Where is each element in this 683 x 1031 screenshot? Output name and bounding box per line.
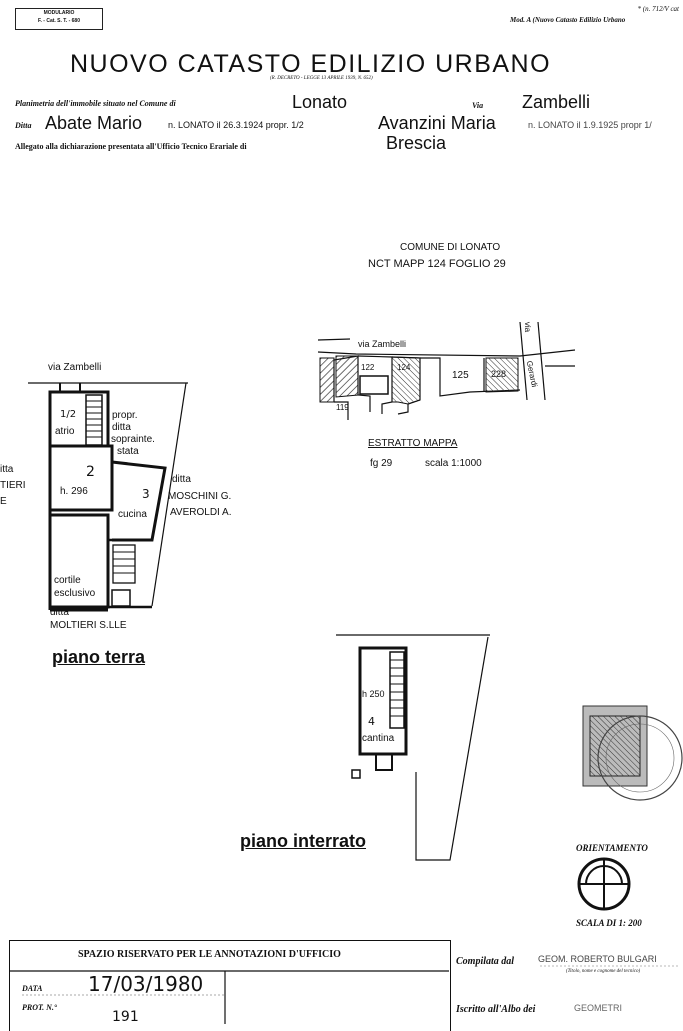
left-neighbour-suffix: E xyxy=(0,496,7,507)
map-hatched-parcel xyxy=(335,355,359,398)
map-hatched-parcel xyxy=(391,356,421,405)
compass-icon xyxy=(577,857,631,911)
compilata-value: GEOM. ROBERTO BULGARI xyxy=(538,954,657,964)
atrio-label: atrio xyxy=(55,426,75,437)
iscritto-label: Iscritto all'Albo dei xyxy=(456,1004,536,1015)
ditta-label: Ditta xyxy=(15,121,32,130)
map-parcel: 119 xyxy=(336,403,349,412)
owner-2-name: Avanzini Maria xyxy=(378,113,496,133)
office-annotations-title: SPAZIO RISERVATO PER LE ANNOTAZIONI D'UF… xyxy=(78,949,341,960)
property-note-3: soprainte. xyxy=(111,434,155,445)
revenue-stamp xyxy=(582,705,683,801)
via-value: Zambelli xyxy=(522,92,591,112)
basement-plan xyxy=(336,634,490,861)
piano-terra-label: piano terra xyxy=(52,647,146,667)
model-ref: Mod. A (Nuovo Catasto Edilizio Urbano xyxy=(510,16,626,24)
room-number-3: 3 xyxy=(142,487,150,501)
owner-1-name: Abate Mario xyxy=(45,113,143,133)
comune-value: Lonato xyxy=(292,92,348,112)
office-annotations-box xyxy=(9,940,451,1031)
cantina-label: cantina xyxy=(362,733,395,744)
property-note-2: ditta xyxy=(112,422,131,433)
map-comune: COMUNE DI LONATO xyxy=(400,242,501,253)
room-number-2: 2 xyxy=(86,464,95,480)
basement-height: h 250 xyxy=(362,689,385,699)
right-neighbour-ditta: ditta xyxy=(172,474,191,485)
via-label: Via xyxy=(472,101,484,110)
decree-ref: (R. DECRETO - LEGGE 13 APRILE 1939, N. 6… xyxy=(270,76,373,81)
cucina-label: cucina xyxy=(118,509,147,520)
bottom-neighbour-name: MOLTIERI S.LLE xyxy=(50,620,127,631)
map-subject-parcel xyxy=(359,375,389,395)
right-neighbour-moschini: MOSCHINI G. xyxy=(168,491,232,502)
map-hatched-parcel xyxy=(485,357,519,393)
property-note-1: propr. xyxy=(112,410,138,421)
owner-2-info: n. LONATO il 1.9.1925 propr 1/ xyxy=(528,120,652,130)
map-street-zambelli: via Zambelli xyxy=(358,339,407,349)
owner-1-info: n. LONATO il 26.3.1924 propr. 1/2 xyxy=(168,120,304,130)
date-value: 17/03/1980 xyxy=(88,972,204,996)
iscritto-value: GEOMETRI xyxy=(574,1003,623,1013)
ufficio-value: Brescia xyxy=(386,133,447,153)
form-ref: * (n. 712/V cat xyxy=(637,5,679,13)
modulario-line-2: F. - Cat. S. T. - 680 xyxy=(38,18,80,24)
page-title: NUOVO CATASTO EDILIZIO URBANO xyxy=(70,50,552,78)
piano-interrato-label: piano interrato xyxy=(240,831,367,851)
map-foglio: fg 29 xyxy=(370,458,393,469)
room-number-atrio: 1/2 xyxy=(60,409,77,420)
allegato-label: Allegato alla dichiarazione presentata a… xyxy=(15,142,247,151)
orientamento-label: ORIENTAMENTO xyxy=(576,843,648,853)
compilata-label: Compilata dal xyxy=(456,956,515,967)
compilata-note: (Titolo, nome e cognome del tecnico) xyxy=(566,969,641,974)
scale-label: SCALA DI 1: 200 xyxy=(576,918,642,928)
modulario-stamp: MODULARIO F. - Cat. S. T. - 680 xyxy=(15,8,103,30)
cortile-label-2: esclusivo xyxy=(54,588,96,599)
street-label: via Zambelli xyxy=(48,362,102,373)
map-reference: NCT MAPP 124 FOGLIO 29 xyxy=(368,258,506,270)
right-neighbour-averoldi: AVEROLDI A. xyxy=(170,507,232,518)
estratto-mappa-title: ESTRATTO MAPPA xyxy=(368,438,458,449)
protocol-label: PROT. N.° xyxy=(22,1003,58,1012)
map-parcel: 125 xyxy=(452,370,469,381)
ground-floor-height: h. 296 xyxy=(60,486,88,497)
date-label: DATA xyxy=(22,984,43,993)
protocol-value: 191 xyxy=(112,1009,139,1025)
cortile-label-1: cortile xyxy=(54,575,81,586)
property-note-4: stata xyxy=(117,446,139,457)
map-parcel: 122 xyxy=(361,363,375,372)
left-neighbour-ditta: itta xyxy=(0,464,14,475)
modulario-line-1: MODULARIO xyxy=(43,10,75,16)
left-neighbour-name: TIERI xyxy=(0,480,26,491)
room-number-4: 4 xyxy=(368,715,375,728)
bottom-neighbour-ditta: ditta xyxy=(50,607,69,618)
planimetria-label: Planimetria dell'immobile situato nel Co… xyxy=(15,99,176,108)
map-hatched-parcel xyxy=(319,357,335,403)
ground-floor-plan xyxy=(28,382,188,612)
map-scale: scala 1:1000 xyxy=(425,458,482,469)
